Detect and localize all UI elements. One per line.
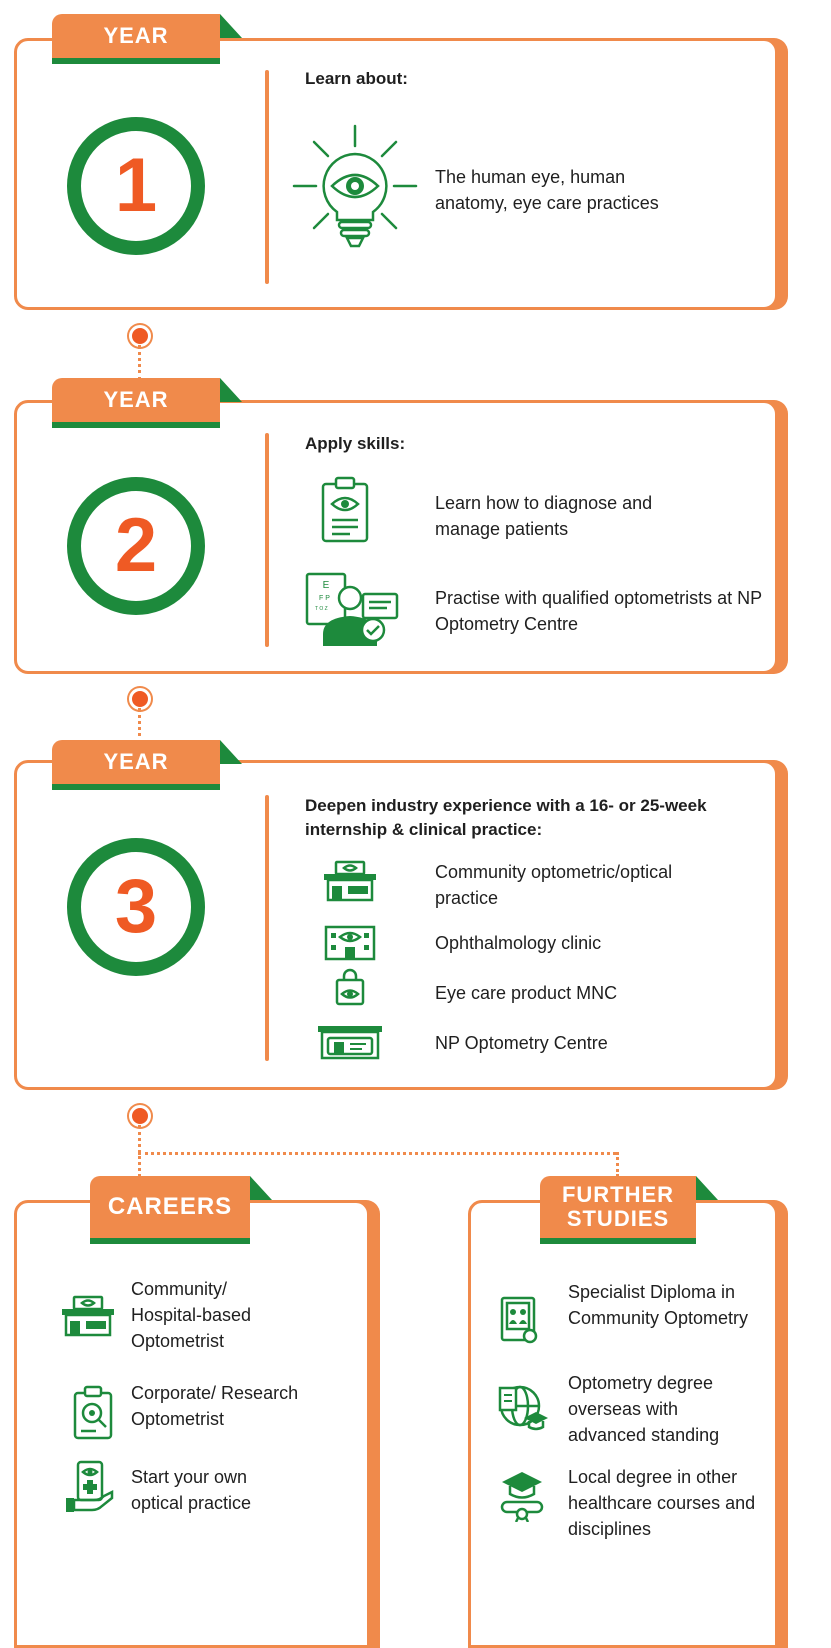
lightbulb-eye-icon — [292, 124, 418, 248]
connector-node — [129, 688, 151, 710]
further-item-1-text: Specialist Diploma in Community Optometr… — [568, 1282, 749, 1328]
research-clipboard-icon — [73, 1385, 113, 1440]
year-3-tab-label: YEAR — [103, 749, 169, 774]
year-3-divider — [265, 795, 269, 1061]
year-2-tab-label: YEAR — [103, 387, 169, 412]
optometrist-eye-chart-icon: E F P T O Z — [305, 572, 399, 646]
careers-item-3-text: Start your own optical practice — [131, 1467, 252, 1513]
year-3-item-1-text: Community optometric/optical practice — [435, 862, 673, 908]
year-2-divider — [265, 433, 269, 647]
year-1-tab-label: YEAR — [103, 23, 169, 48]
further-studies-tab-line-1: FURTHER — [561, 1182, 675, 1207]
certificate-icon — [500, 1296, 538, 1344]
year-2-heading: Apply skills: — [305, 434, 406, 453]
year-2-tab: YEAR — [52, 378, 242, 428]
year-3-number-ring: 3 — [67, 838, 205, 976]
connector-line — [138, 345, 141, 381]
careers-tab: CAREERS — [90, 1176, 272, 1244]
optical-shop-icon — [324, 860, 376, 902]
clinic-building-icon — [324, 925, 376, 961]
optometry-centre-icon — [318, 1026, 382, 1060]
connector-line — [616, 1152, 619, 1177]
careers-tab-label: CAREERS — [107, 1193, 233, 1220]
year-3-number: 3 — [114, 864, 158, 949]
svg-text:E: E — [323, 580, 330, 591]
connector-node — [129, 325, 151, 347]
shopping-bag-eye-icon — [335, 968, 365, 1006]
further-studies-tab-line-2: STUDIES — [566, 1206, 670, 1231]
connector-node — [129, 1105, 151, 1127]
optical-shop-icon — [62, 1295, 114, 1337]
svg-text:F P: F P — [319, 595, 330, 602]
clipboard-eye-icon — [321, 476, 369, 543]
year-3-item-3-text: Eye care product MNC — [435, 983, 618, 1003]
year-3-heading: Deepen industry experience with a 16- or… — [305, 796, 707, 839]
year-1-number-ring: 1 — [67, 117, 205, 255]
globe-graduation-icon — [498, 1385, 548, 1431]
careers-item-1-text: Community/ Hospital-based Optometrist — [131, 1279, 252, 1351]
further-item-3-text: Local degree in other healthcare courses… — [568, 1467, 756, 1539]
careers-card — [14, 1200, 370, 1648]
year-3-tab: YEAR — [52, 740, 242, 790]
year-2-item-1-text: Learn how to diagnose and manage patient… — [435, 493, 653, 539]
year-2-item-2-text: Practise with qualified optometrists at … — [435, 588, 762, 634]
further-studies-tab: FURTHER STUDIES — [540, 1176, 718, 1244]
careers-item-2-text: Corporate/ Research Optometrist — [131, 1383, 299, 1429]
year-1-number: 1 — [114, 143, 158, 228]
connector-line — [138, 708, 141, 744]
year-2-number: 2 — [114, 503, 158, 588]
year-1-heading: Learn about: — [305, 69, 408, 88]
year-1-item-1-text: The human eye, human anatomy, eye care p… — [435, 167, 659, 213]
hand-phone-medical-icon — [66, 1460, 114, 1512]
graduation-diploma-icon — [500, 1472, 544, 1522]
svg-text:T O Z: T O Z — [315, 606, 328, 612]
year-3-item-4-text: NP Optometry Centre — [435, 1033, 608, 1053]
connector-branch-line — [138, 1152, 616, 1155]
year-1-divider — [265, 70, 269, 284]
year-3-item-2-text: Ophthalmology clinic — [435, 933, 602, 953]
year-1-tab: YEAR — [52, 14, 242, 64]
connector-line — [138, 1125, 141, 1177]
year-2-number-ring: 2 — [67, 477, 205, 615]
further-item-2-text: Optometry degree overseas with advanced … — [568, 1373, 720, 1445]
